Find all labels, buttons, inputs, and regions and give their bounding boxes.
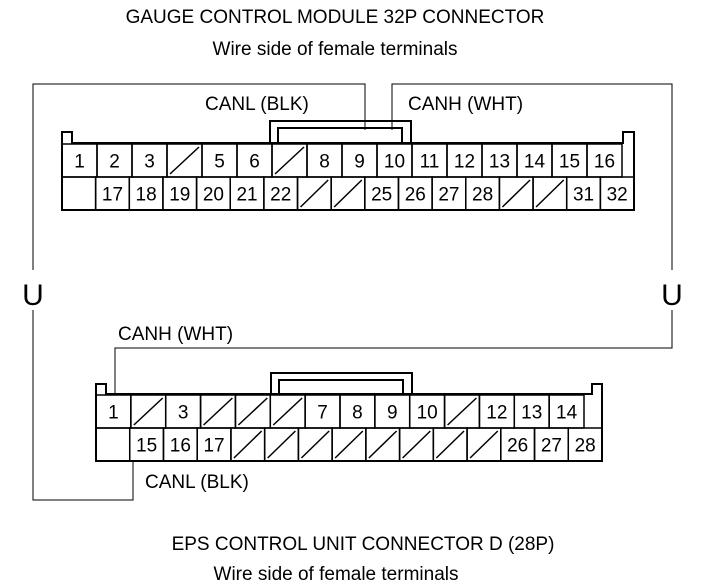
top-row1-pin-label: 14 <box>524 152 546 173</box>
bottom-row2-cell <box>567 427 603 462</box>
top-row1-pin-label: 6 <box>249 152 260 173</box>
bottom-row1-empty-slot <box>272 397 303 426</box>
top-row2-pin-label: 19 <box>169 185 190 206</box>
bottom-row1-pin-label: 13 <box>521 403 542 424</box>
top-row1-pin-label: 2 <box>109 152 120 173</box>
top-row2-empty-slot <box>300 179 329 208</box>
bottom-connector-lock-tab <box>270 372 413 394</box>
top-row1-pin-label: 15 <box>559 152 580 173</box>
bottom-row2-pin-label: 26 <box>507 436 528 457</box>
top-row2-pin-label: 32 <box>607 185 628 206</box>
bottom-canh-label: CANH (WHT) <box>118 324 233 345</box>
top-row1-pin-label: 9 <box>354 152 365 173</box>
top-row2-pin-label: 26 <box>405 185 426 206</box>
bottom-row2-cell <box>95 427 131 462</box>
bottom-row2-pin-label: 27 <box>541 436 562 457</box>
top-row2-pin-label: 28 <box>472 185 493 206</box>
top-row2-pin-label: 22 <box>270 185 291 206</box>
top-row2-pin-label: 27 <box>438 185 459 206</box>
bottom-canl-label: CANL (BLK) <box>145 472 249 493</box>
top-connector-lock-inner <box>277 127 403 143</box>
bottom-row1-pin-label: 3 <box>178 403 189 424</box>
top-connector-title: GAUGE CONTROL MODULE 32P CONNECTOR <box>126 7 545 28</box>
bottom-row2-empty-slot <box>300 430 330 459</box>
bottom-row1-pin-label: 10 <box>417 403 438 424</box>
bottom-row1-pin-label: 9 <box>387 403 398 424</box>
top-row1-pin-label: 10 <box>384 152 405 173</box>
left-continuity-symbol: U <box>22 279 44 312</box>
top-row1-empty-slot <box>169 146 200 175</box>
top-row2-cell <box>61 176 97 211</box>
bottom-row1-pin-label: 14 <box>556 403 578 424</box>
bottom-row2-pin-label: 15 <box>136 436 157 457</box>
top-row2-cell <box>599 176 635 211</box>
top-row2-pin-label: 21 <box>236 185 257 206</box>
top-row2-pin-label: 18 <box>136 185 157 206</box>
top-row2-empty-slot <box>333 179 363 208</box>
top-row1-pin-label: 13 <box>489 152 510 173</box>
bottom-row2-pin-label: 28 <box>575 436 596 457</box>
bottom-row2-empty-slot <box>334 430 364 459</box>
bottom-connector-lock-inner <box>278 379 404 394</box>
top-row1-pin-label: 12 <box>454 152 475 173</box>
bottom-row2-empty-slot <box>267 430 296 459</box>
wire-canh <box>114 83 673 394</box>
top-row2-pin-label: 20 <box>203 185 224 206</box>
bottom-connector-subtitle: Wire side of female terminals <box>214 564 459 585</box>
top-connector-lock-tab <box>269 120 412 143</box>
top-connector-subtitle: Wire side of female terminals <box>213 39 458 60</box>
bottom-row2-empty-slot <box>435 430 465 459</box>
bottom-row1-pin-label: 8 <box>352 403 363 424</box>
bottom-row1-pin-label: 1 <box>108 403 119 424</box>
top-canh-label: CANH (WHT) <box>408 94 523 115</box>
top-row2-empty-slot <box>501 179 531 208</box>
top-row2-empty-slot <box>535 179 565 208</box>
bottom-row2-empty-slot <box>233 430 263 459</box>
top-row2-pin-label: 25 <box>371 185 392 206</box>
bottom-row1-pin-label: 12 <box>486 403 507 424</box>
bottom-row1-empty-slot <box>203 397 233 426</box>
top-row1-empty-slot <box>274 146 305 175</box>
right-continuity-symbol: U <box>661 279 683 312</box>
top-row1-pin-label: 3 <box>144 152 155 173</box>
top-canl-label: CANL (BLK) <box>205 94 309 115</box>
bottom-row1-empty-slot <box>447 397 477 426</box>
top-row1-pin-label: 11 <box>420 152 440 173</box>
bottom-row1-pin-label: 7 <box>317 403 328 424</box>
top-row1-pin-label: 5 <box>214 152 225 173</box>
top-row2-pin-label: 31 <box>573 185 594 206</box>
bottom-row2-pin-label: 17 <box>203 436 224 457</box>
bottom-row2-empty-slot <box>368 430 398 459</box>
bottom-connector-title: EPS CONTROL UNIT CONNECTOR D (28P) <box>172 534 555 555</box>
top-row1-pin-label: 16 <box>594 152 615 173</box>
bottom-row2-empty-slot <box>402 430 431 459</box>
bottom-row2-pin-label: 16 <box>170 436 191 457</box>
top-row1-pin-label: 1 <box>74 152 85 173</box>
bottom-row1-empty-slot <box>133 397 164 426</box>
top-row1-pin-label: 8 <box>319 152 330 173</box>
bottom-row2-empty-slot <box>469 430 499 459</box>
top-row2-pin-label: 17 <box>102 185 123 206</box>
bottom-row1-empty-slot <box>237 397 268 426</box>
wire-canl <box>32 83 366 501</box>
